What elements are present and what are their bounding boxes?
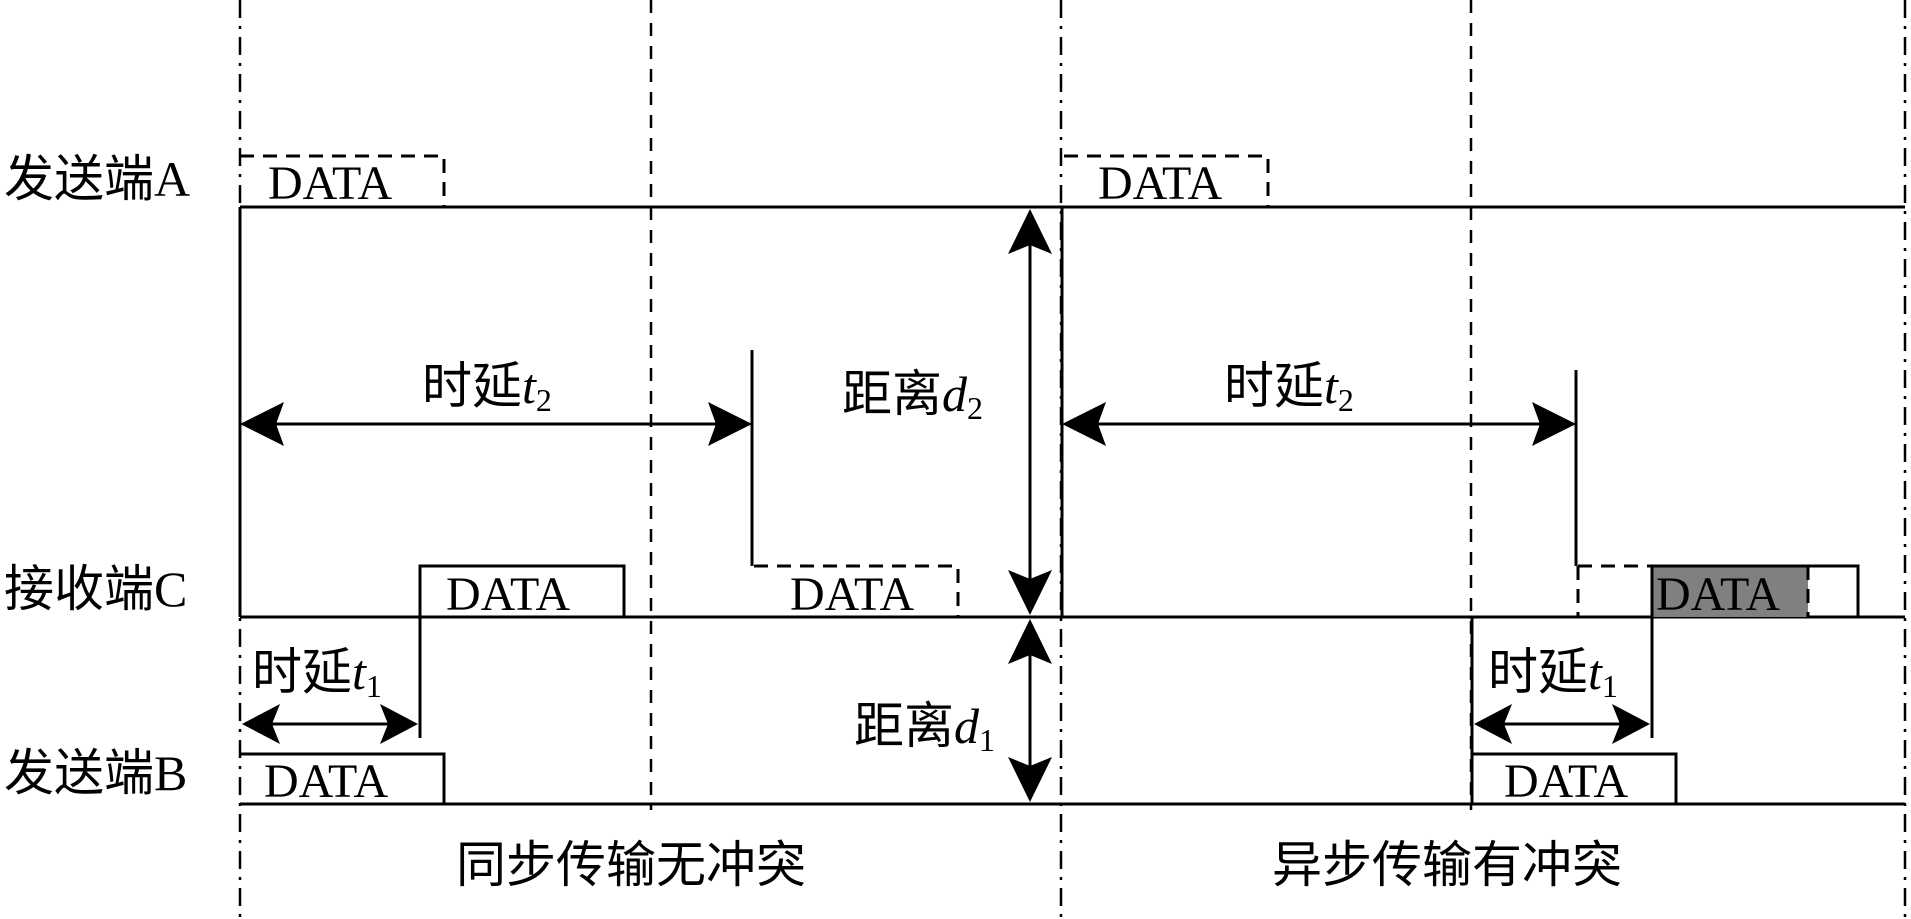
receiver-c-pulse-from-b-async [1650, 564, 1860, 738]
row-label-sender-b: 发送端B [4, 745, 187, 801]
sender-b-pulse-async [1470, 752, 1678, 804]
distance-d2-arrow [1008, 209, 1052, 615]
delay-t1-label-sync: 时延t1 [252, 644, 382, 704]
sender-b-timeline [240, 752, 1905, 806]
delay-t2-arrow-sync [240, 402, 752, 446]
sender-b-data-sync: DATA [264, 755, 388, 808]
delay-t1-arrow-async [1474, 704, 1650, 744]
sender-a-pulse-async [1064, 154, 1270, 207]
sender-a-pulse-sync [240, 154, 446, 207]
caption-sync-no-collision: 同步传输无冲突 [456, 837, 806, 893]
row-label-sender-a: 发送端A [4, 151, 190, 207]
delay-t1-label-async: 时延t1 [1488, 644, 1618, 704]
receiver-c-data-a-sync: DATA [790, 568, 914, 621]
sender-a-timeline [240, 154, 1905, 209]
distance-d1-arrow [1008, 619, 1052, 802]
distance-d2-label: 距离d2 [842, 366, 983, 426]
receiver-c-data-collision: DATA [1656, 568, 1780, 621]
sender-b-data-async: DATA [1504, 755, 1628, 808]
delay-t1-arrow-sync [242, 704, 418, 744]
receiver-c-pulse-from-b-sync [418, 564, 626, 738]
row-label-receiver-c: 接收端C [4, 561, 187, 617]
receiver-c-data-b-sync: DATA [446, 568, 570, 621]
delay-t2-label-sync: 时延t2 [422, 358, 552, 418]
receiver-c-pulse-from-a-sync [754, 564, 960, 617]
delay-t2-arrow-async [1062, 402, 1576, 446]
collision-overlap [1652, 566, 1808, 617]
receiver-c-timeline [240, 564, 1905, 738]
sender-a-data-async: DATA [1098, 157, 1222, 210]
delay-t2-label-async: 时延t2 [1224, 358, 1354, 418]
caption-async-collision: 异步传输有冲突 [1272, 837, 1622, 893]
sender-b-pulse-sync [240, 752, 446, 804]
sender-a-data-sync: DATA [268, 157, 392, 210]
distance-d1-label: 距离d1 [854, 698, 995, 758]
